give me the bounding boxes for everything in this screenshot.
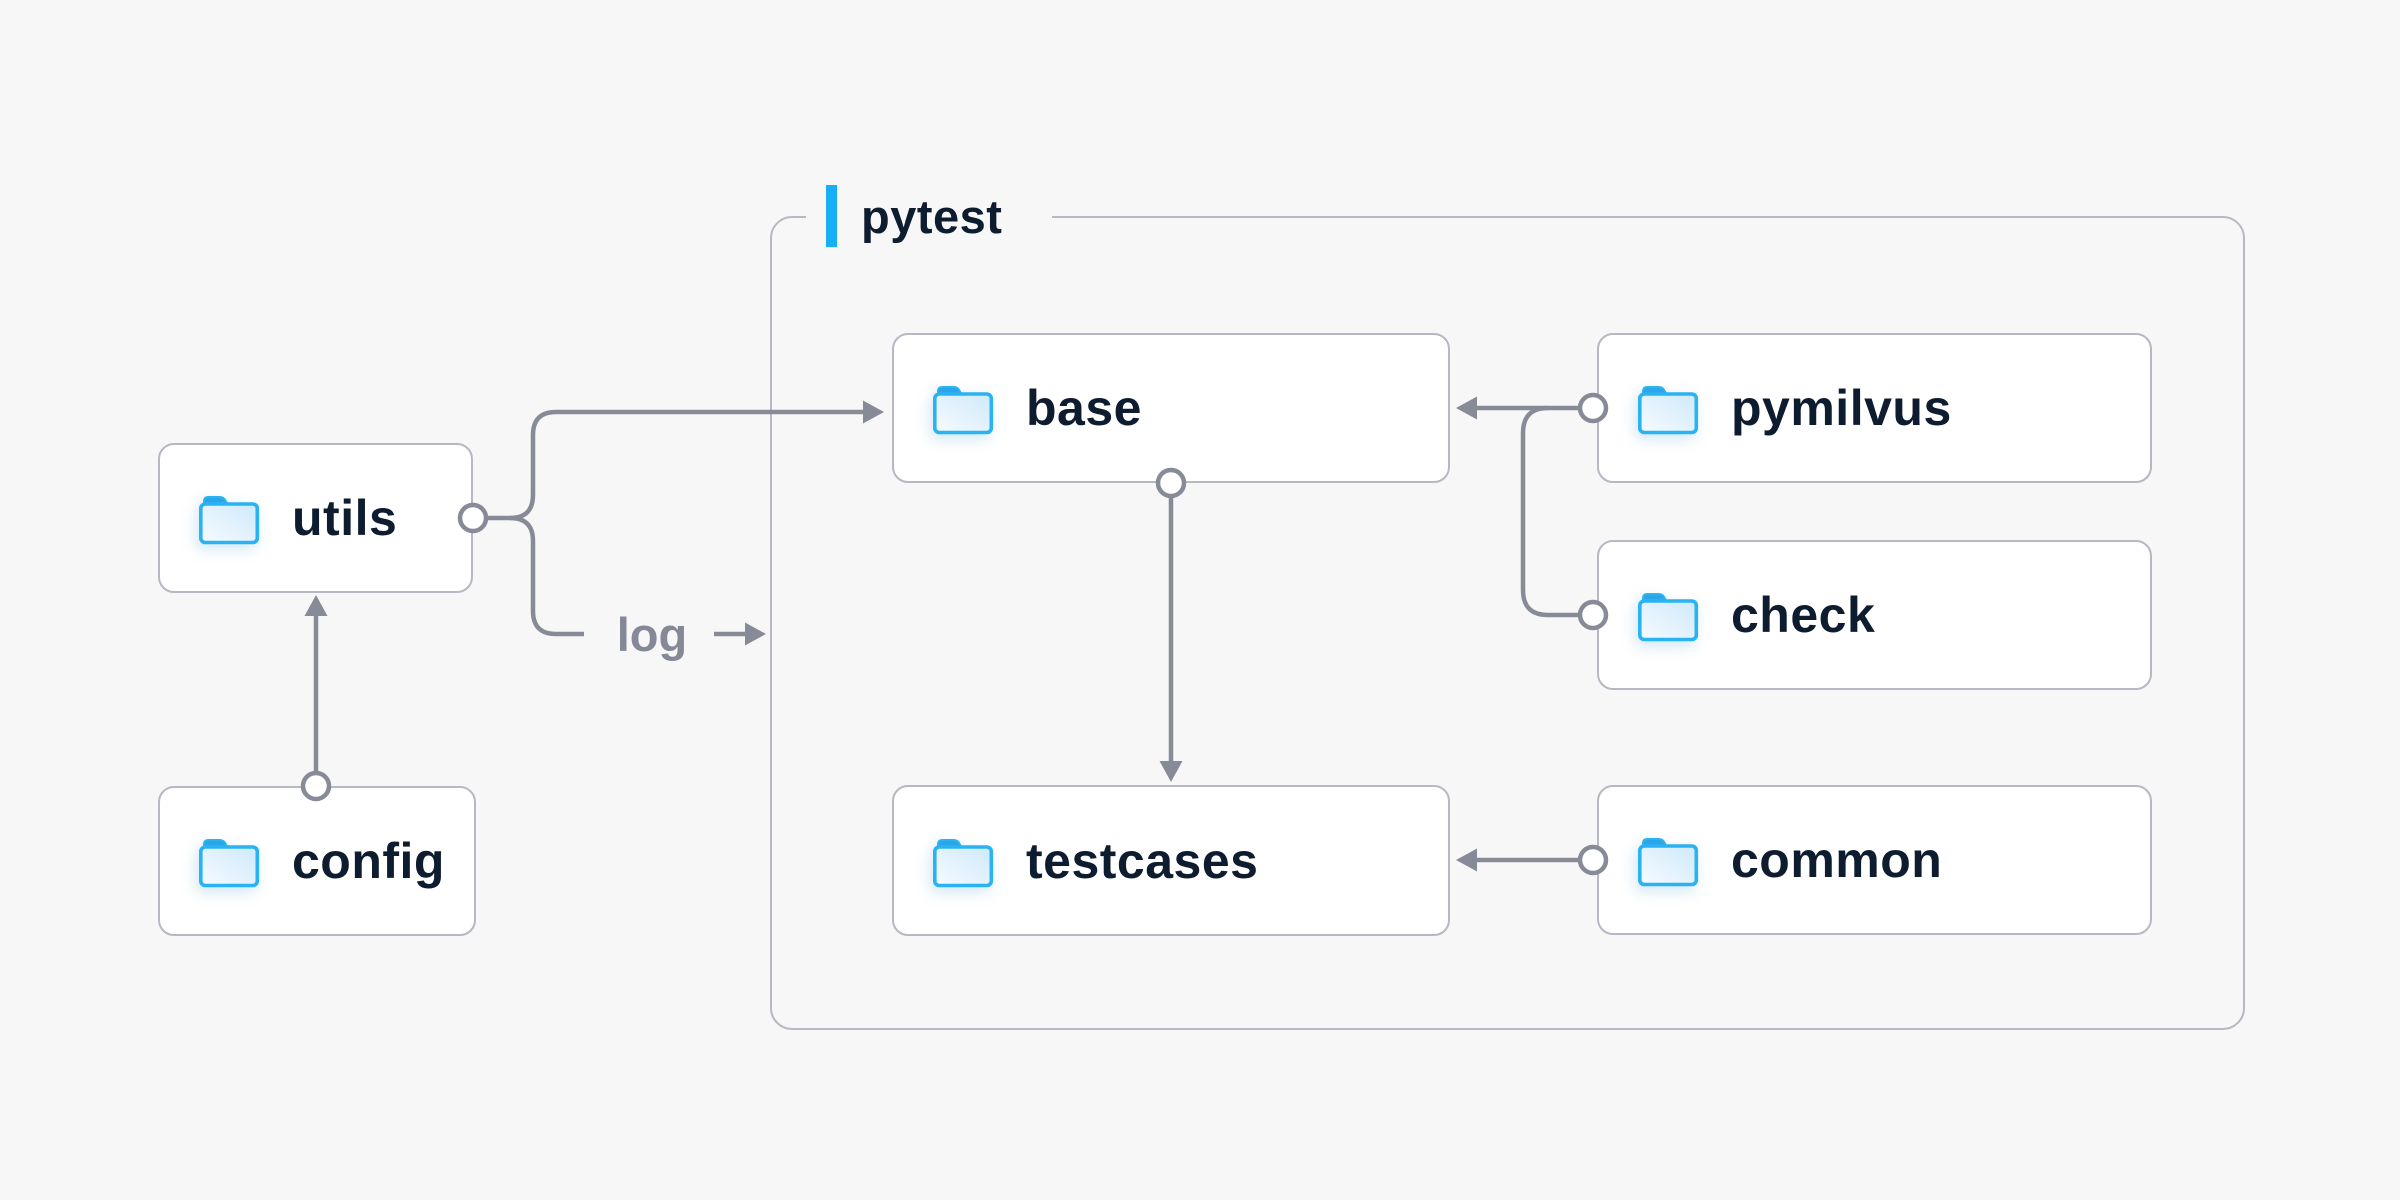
folder-icon	[1635, 588, 1701, 642]
node-common: common	[1597, 785, 2152, 935]
node-label: testcases	[1026, 832, 1259, 889]
accent-bar	[826, 185, 837, 247]
pytest-group-box	[770, 216, 2245, 1030]
node-utils: utils	[158, 443, 473, 593]
folder-icon	[930, 381, 996, 435]
node-label: base	[1026, 380, 1142, 436]
edge-utils-log	[509, 515, 584, 637]
node-label: config	[292, 833, 445, 889]
folder-icon	[1635, 833, 1701, 887]
node-testcases: testcases	[892, 785, 1450, 936]
node-label: utils	[292, 490, 398, 546]
folder-icon	[930, 834, 996, 888]
node-label: common	[1731, 832, 1943, 888]
node-label: pymilvus	[1731, 380, 1952, 436]
edge-label-log: log	[616, 607, 688, 661]
folder-icon	[1635, 381, 1701, 435]
node-label: check	[1731, 587, 1876, 643]
group-title: pytest	[861, 189, 1003, 243]
folder-icon	[196, 491, 262, 545]
node-pymilvus: pymilvus	[1597, 333, 2152, 483]
edge-config-utils	[300, 595, 332, 802]
node-check: check	[1597, 540, 2152, 690]
node-config: config	[158, 786, 476, 936]
edge-log-pytest	[714, 622, 766, 646]
folder-icon	[196, 834, 262, 888]
pytest-group-label: pytest	[806, 180, 1052, 252]
node-base: base	[892, 333, 1450, 483]
